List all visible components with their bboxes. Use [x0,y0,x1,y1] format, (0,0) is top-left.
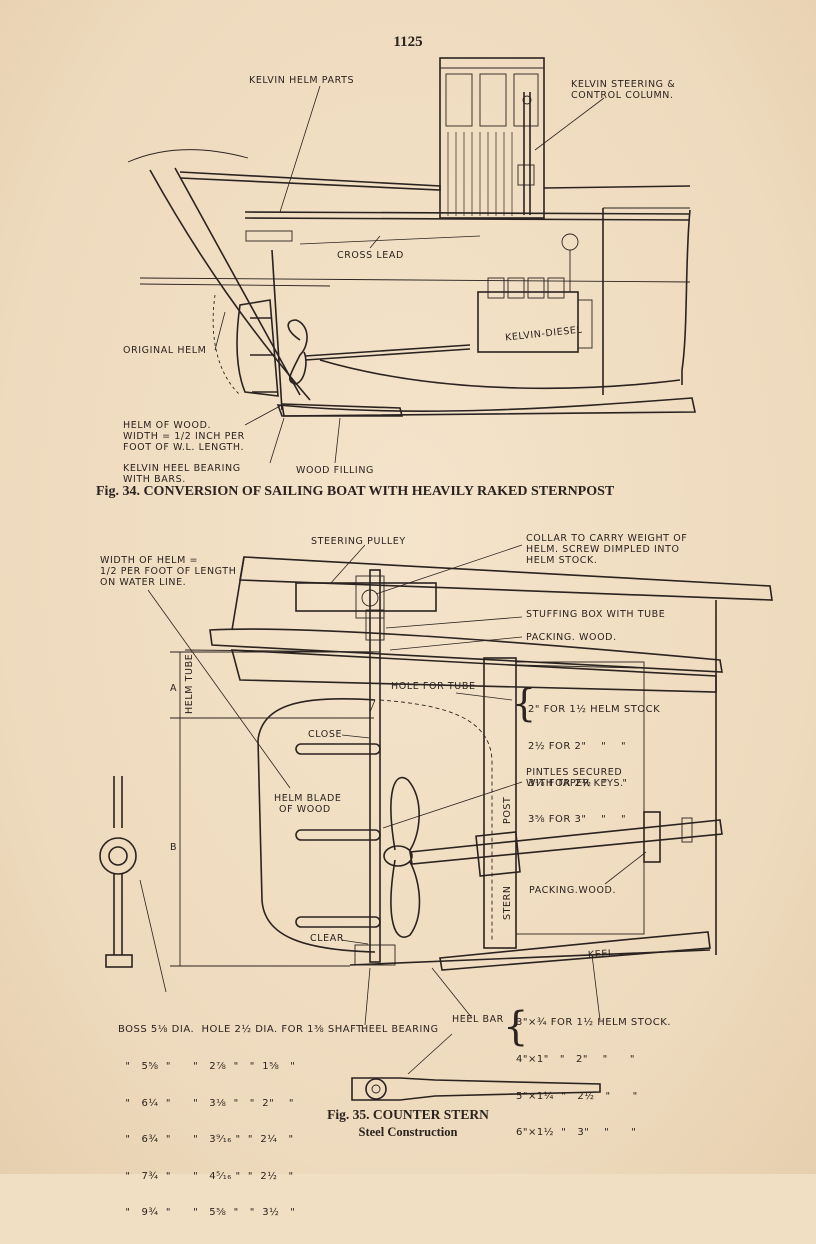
collar-label-3: HELM STOCK. [526,555,597,566]
width-of-helm-label-1: WIDTH OF HELM = [100,555,198,566]
wood-filling-label: WOOD FILLING [296,465,374,476]
tube-size-row: 3⅝ FOR 3" " " [528,814,627,826]
tube-size-table: 2" FOR 1½ HELM STOCK 2½ FOR 2" " " 3⅛ FO… [528,680,660,851]
heel-bearing-label-2: WITH BARS. [123,474,186,485]
propeller [383,776,421,938]
collar-label-1: COLLAR TO CARRY WEIGHT OF [526,533,687,544]
heel-bar-size-row: 6"×1½ " 3" " " [516,1127,637,1139]
keel-label: KEEL [588,948,615,961]
helm-blade [257,697,493,953]
boss-size-row: " 6¼ " " 3⅛ " " 2" " [118,1097,294,1109]
original-helm [212,230,293,411]
stern-label: STERN [502,885,513,920]
book-page: 1125 [0,0,816,1218]
pintles [295,743,381,928]
heel-bar-size-row: 3"×¾ FOR 1½ HELM STOCK. [516,1017,671,1029]
pintles-label-2: WITH TAPER KEYS. [526,778,624,789]
boss-size-row: " 5⅝ " " 2⅞ " " 1⅝ " [118,1061,296,1073]
figure-34-drawing: KELVIN-DIESEL KELVIN HELM PARTS KELVIN S… [123,57,696,485]
figure-35-subcaption: Steel Construction [358,1125,458,1139]
fig35-leaders [139,544,647,1075]
figure-35-drawing: STEERING PULLEY COLLAR TO CARRY WEIGHT O… [99,533,773,1101]
wood-filling [281,403,404,417]
pintles-label-1: PINTLES SECURED [526,767,622,778]
helm-tube-label: HELM TUBE [184,654,195,714]
steering-pulley [295,575,437,619]
width-of-helm-label-2: 1/2 PER FOOT OF LENGTH [100,566,236,577]
width-of-helm-label-3: ON WATER LINE. [100,577,186,588]
page-number: 1125 [393,34,423,50]
stern-post [483,657,645,949]
tube-size-row: 2" FOR 1½ HELM STOCK [528,704,661,716]
heel-bar-table-brace: { [503,1004,528,1050]
boss-size-row: " 7¾ " " 4⁵⁄₁₆ " " 2½ " [118,1170,294,1182]
heel-bar-size-row: 5"×1¼ " 2½ " " [516,1090,638,1102]
counter-stern-hull [184,556,773,971]
heel-bar-label: HEEL BAR [452,1014,504,1025]
dimension-markers [170,651,374,967]
wheelhouse [439,57,545,219]
boss-detail [99,776,137,968]
steering-column [517,92,535,215]
packing-wood-shaft-label: PACKING.WOOD. [529,885,616,896]
clear-label: CLEAR [310,933,344,944]
packing-wood-top-label: PACKING. WOOD. [526,632,617,643]
collar-label-2: HELM. SCREW DIMPLED INTO [526,544,680,555]
post-label: POST [502,797,513,824]
helm-of-wood-label-2: WIDTH = 1/2 INCH PER [123,431,245,442]
tube-size-row: 3⅛ FOR 2½ " " [528,777,628,789]
steering-pulley-label: STEERING PULLEY [311,536,406,547]
heel-bearing-label-1: KELVIN HEEL BEARING [123,463,241,474]
figure-35-caption: Fig. 35. COUNTER STERN [327,1107,489,1122]
dimension-b-label: B [170,842,177,853]
helm-blade-label-1: HELM BLADE [274,793,342,804]
heel-bearing-35-label: HEEL BEARING [361,1024,439,1035]
boss-size-row: BOSS 5⅛ DIA. HOLE 2½ DIA. FOR 1⅜ SHAFT. [118,1024,366,1036]
hole-for-tube-label: HOLE FOR TUBE [391,681,476,692]
steering-column-label-2: CONTROL COLUMN. [571,90,674,101]
heel-bar-detail [351,1077,601,1101]
cross-lead-label: CROSS LEAD [337,250,404,261]
steering-column-label-1: KELVIN STEERING & [571,79,675,90]
prop-shaft [409,811,723,877]
helm-of-wood-label-1: HELM OF WOOD. [123,420,211,431]
tube-size-row: 2½ FOR 2" " " [528,741,627,753]
helm-blade-label-2: OF WOOD [279,804,331,815]
heel-bar-size-table: 3"×¾ FOR 1½ HELM STOCK. 4"×1" " 2" " " 5… [516,993,671,1164]
fig34-leaders [214,85,605,464]
dimension-a-label: A [170,683,177,694]
heel-bar-size-row: 4"×1" " 2" " " [516,1054,635,1066]
close-label: CLOSE [308,729,342,740]
rudder-stock [354,569,396,966]
original-helm-label: ORIGINAL HELM [123,345,206,356]
helm-of-wood-label-3: FOOT OF W.L. LENGTH. [123,442,244,453]
boss-size-row: " 6¾ " " 3⁹⁄₁₆ " " 2¼ " [118,1134,294,1146]
figure-34-caption: Fig. 34. CONVERSION OF SAILING BOAT WITH… [96,484,615,499]
stuffing-box-label: STUFFING BOX WITH TUBE [526,609,665,620]
propeller-shaft [287,235,481,385]
boss-size-row: " 9¾ " " 5⅝ " " 3½ " [118,1207,296,1219]
kelvin-helm-parts-label: KELVIN HELM PARTS [249,75,354,86]
tube-table-brace: { [512,681,536,725]
